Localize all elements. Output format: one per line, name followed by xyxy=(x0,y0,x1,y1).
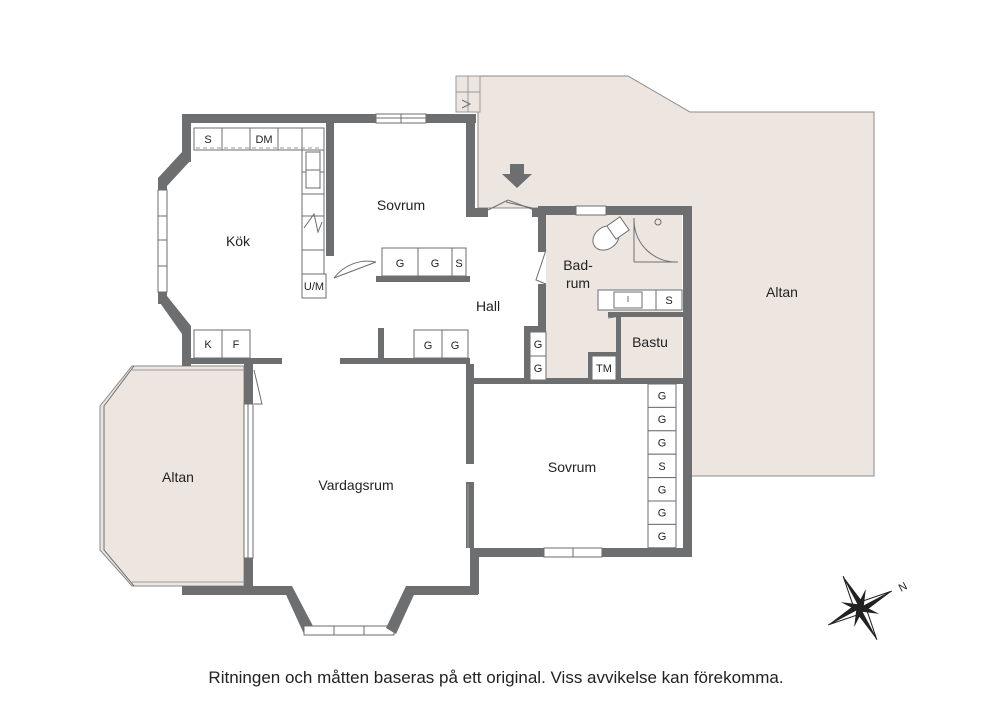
wardrobe-label: G xyxy=(431,258,440,270)
kitchen-dishwasher-label: DM xyxy=(255,134,272,146)
deck-left-rail xyxy=(103,365,244,587)
room-label-badrum-2: rum xyxy=(566,275,590,291)
wardrobe-label: G xyxy=(658,508,667,520)
wardrobe-label: S xyxy=(658,461,665,473)
window-sovrum-top xyxy=(375,113,427,124)
wardrobe-label: G xyxy=(658,391,667,403)
wardrobe-label: G xyxy=(534,339,543,351)
kitchen-counter xyxy=(193,127,327,359)
kitchen-fridge-label: K xyxy=(204,339,212,351)
room-label-sovrum-top: Sovrum xyxy=(377,197,425,213)
wardrobe-label: G xyxy=(658,438,667,450)
wardrobe-label: G xyxy=(658,414,667,426)
wardrobe-label: G xyxy=(424,340,433,352)
kitchen-microwave-label: U/M xyxy=(304,281,324,293)
disclaimer-note: Ritningen och måtten baseras på ett orig… xyxy=(208,668,784,687)
bathroom-fixtures xyxy=(591,216,683,381)
washing-machine-label: TM xyxy=(596,363,612,375)
wardrobe-label: G xyxy=(534,363,543,375)
room-label-bastu: Bastu xyxy=(632,334,668,350)
room-label-vardagsrum: Vardagsrum xyxy=(318,477,393,493)
room-label-altan-right: Altan xyxy=(766,284,798,300)
entrance-arrow-icon xyxy=(502,164,532,188)
room-label-badrum-1: Bad- xyxy=(563,257,593,273)
wardrobe-label: G xyxy=(396,258,405,270)
hall-wardrobes xyxy=(529,331,547,381)
wardrobe-label: G xyxy=(658,531,667,543)
room-label-hall: Hall xyxy=(476,298,500,314)
kitchen-freezer-label: F xyxy=(233,339,240,351)
room-label-sovrum-bottom: Sovrum xyxy=(548,459,596,475)
deck-steps xyxy=(455,75,481,113)
room-label-altan-left: Altan xyxy=(162,469,194,485)
kitchen-sink-label: S xyxy=(204,134,211,146)
compass-north-label: N xyxy=(897,580,910,594)
room-label-kok: Kök xyxy=(226,233,251,249)
sovrum-top-wardrobes xyxy=(381,247,467,277)
wardrobe-label: G xyxy=(451,340,460,352)
wardrobe-label: G xyxy=(658,484,667,496)
wardrobe-box xyxy=(647,523,677,549)
doors xyxy=(253,199,621,548)
compass-rose-icon xyxy=(827,575,893,641)
living-wardrobes xyxy=(413,329,469,359)
storage-label: S xyxy=(455,258,462,270)
bath-storage-label: S xyxy=(665,295,672,307)
